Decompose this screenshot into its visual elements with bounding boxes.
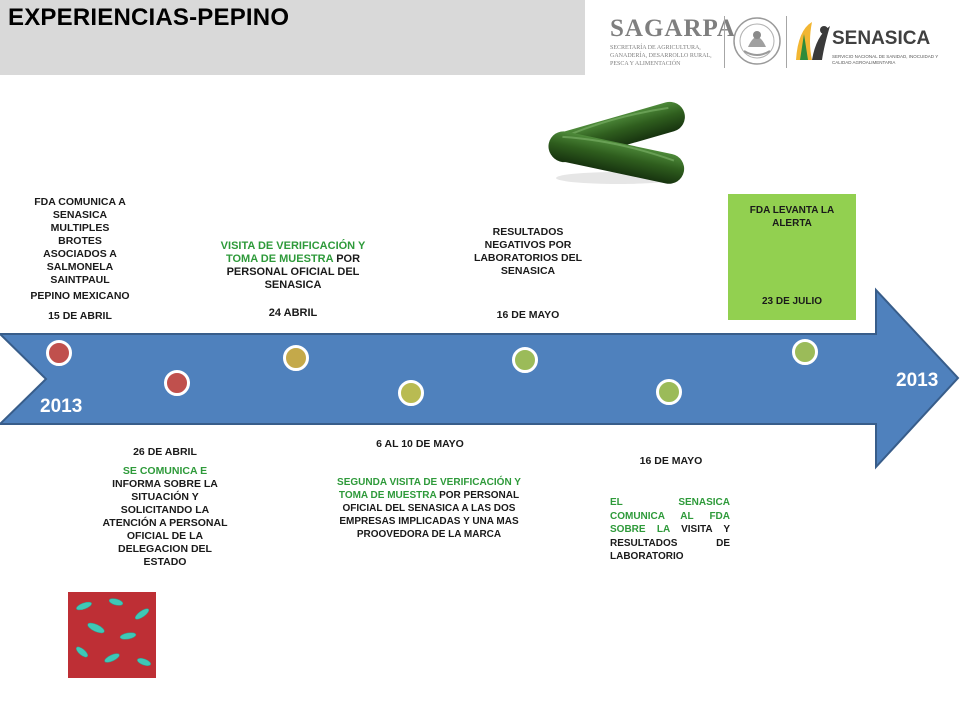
sagarpa-logo: SAGARPA SECRETARÍA DE AGRICULTURA, GANAD… — [610, 16, 736, 68]
senasica-subtitle: SERVICIO NACIONAL DE SANIDAD, INOCUIDAD … — [832, 54, 939, 65]
senasica-emblem-icon — [796, 22, 830, 60]
event-6-description: EL SENASICA COMUNICA AL FDA SOBRE LA VIS… — [610, 496, 730, 564]
page-title: EXPERIENCIAS-PEPINO — [8, 4, 290, 31]
event-4-date: 6 AL 10 DE MAYO — [376, 438, 464, 450]
event-2-highlight: SE COMUNICA E — [122, 465, 208, 477]
event-7-description: FDA LEVANTA LA ALERTA — [749, 205, 835, 229]
event-3-description: VISITA DE VERIFICACIÓN Y TOMA DE MUESTRA… — [218, 240, 368, 292]
sagarpa-subtitle: SECRETARÍA DE AGRICULTURA, GANADERÍA, DE… — [610, 45, 712, 67]
timeline-dot-6 — [656, 379, 682, 405]
sagarpa-name: SAGARPA — [610, 15, 736, 42]
event-4-highlight: SEGUNDA VISITA DE VERIFICACIÓN Y TOMA DE… — [337, 477, 521, 501]
timeline-dot-2 — [164, 370, 190, 396]
event-1-description: FDA COMUNICA A SENASICA MULTIPLES BROTES… — [34, 196, 126, 286]
event-3-highlight: VISITA DE VERIFICACIÓN Y TOMA DE MUESTRA — [220, 240, 366, 265]
event-1-subject: PEPINO MEXICANO — [30, 290, 130, 302]
event-6-text: VISITA Y RESULTADOS DE LABORATORIO — [610, 524, 730, 562]
title-bar: EXPERIENCIAS-PEPINO — [0, 0, 585, 75]
year-label-end: 2013 — [896, 370, 939, 391]
logo-divider — [724, 16, 725, 68]
cucumber-image — [548, 101, 685, 184]
event-5-date: 16 DE MAYO — [496, 309, 560, 321]
event-6-highlight: EL SENASICA COMUNICA AL FDA SOBRE LA — [610, 497, 730, 535]
year-label-start: 2013 — [40, 396, 83, 417]
national-seal-icon — [733, 17, 781, 65]
event-3-date: 24 ABRIL — [268, 307, 318, 319]
timeline-dot-7 — [792, 339, 818, 365]
logo-divider — [786, 16, 787, 68]
event-5-description: RESULTADOS NEGATIVOS POR LABORATORIOS DE… — [473, 226, 583, 277]
event-6-date: 16 DE MAYO — [639, 455, 703, 467]
event-2-text: INFORMA SOBRE LA SITUACIÓN Y SOLICITANDO… — [102, 478, 228, 568]
event-2-description: SE COMUNICA E INFORMA SOBRE LA SITUACIÓN… — [102, 465, 228, 569]
event-2-date: 26 DE ABRIL — [133, 446, 197, 458]
event-7-box: FDA LEVANTA LA ALERTA 23 DE JULIO — [728, 194, 856, 320]
event-3-text: POR PERSONAL OFICIAL DEL SENASICA — [226, 253, 361, 291]
timeline-dot-3 — [283, 345, 309, 371]
timeline-dot-4 — [398, 380, 424, 406]
salmonella-bacteria-image — [68, 592, 156, 678]
event-4-text: POR PERSONAL OFICIAL DEL SENASICA A LAS … — [339, 490, 520, 540]
logos-area: SAGARPA SECRETARÍA DE AGRICULTURA, GANAD… — [600, 10, 955, 72]
senasica-name: SENASICA — [832, 28, 931, 49]
event-4-description: SEGUNDA VISITA DE VERIFICACIÓN Y TOMA DE… — [326, 476, 532, 541]
timeline-dot-1 — [46, 340, 72, 366]
timeline-dot-5 — [512, 347, 538, 373]
event-1-date: 15 DE ABRIL — [48, 310, 112, 322]
event-7-date: 23 DE JULIO — [761, 296, 823, 307]
